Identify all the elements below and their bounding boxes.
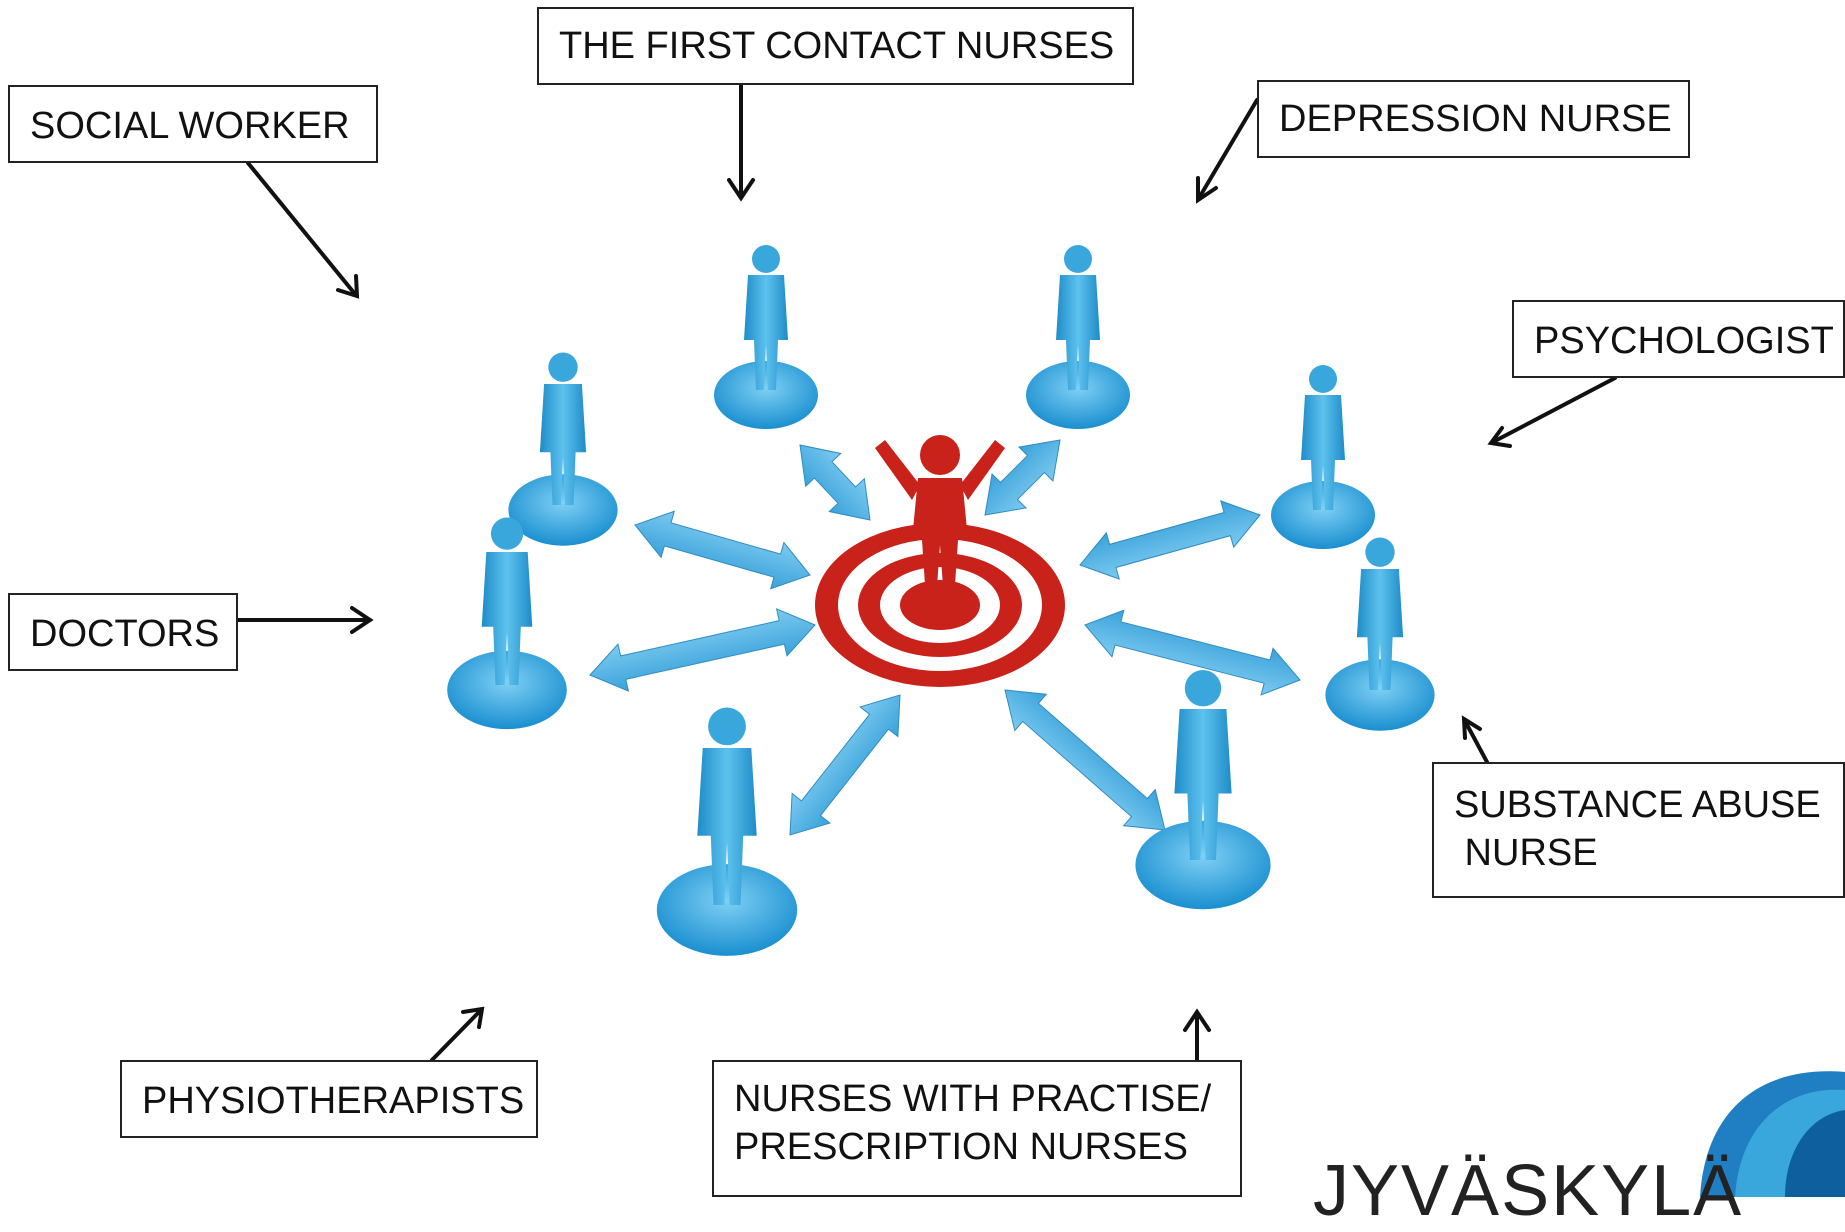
physiotherapists-label: PHYSIOTHERAPISTS (120, 1060, 538, 1138)
pointer-depression (1197, 98, 1259, 200)
pointer-social-head (336, 274, 360, 299)
figure-bottom-left-icon (656, 707, 798, 956)
prescription-nurses-line1: NURSES WITH PRACTISE/ (734, 1078, 1212, 1120)
arrow-left-upper (634, 510, 811, 590)
arrow-bottom-left (789, 694, 901, 836)
psychologist-label: PSYCHOLOGIST (1512, 300, 1845, 378)
pointer-psychologist (1491, 376, 1617, 444)
figure-left-upper-icon (508, 352, 618, 546)
network-diagram (236, 83, 1845, 1197)
university-logo-icon (1700, 1071, 1845, 1197)
prescription-nurses-label: NURSES WITH PRACTISE/ PRESCRIPTION NURSE… (712, 1060, 1242, 1197)
arrow-bottom-right (1004, 689, 1166, 831)
substance-abuse-nurse-label: SUBSTANCE ABUSE NURSE (1432, 762, 1845, 898)
pointer-arrows (236, 83, 1617, 1062)
social-worker-label: SOCIAL WORKER (8, 85, 378, 163)
central-person-icon (875, 435, 1005, 600)
prescription-nurses-line2: PRESCRIPTION NURSES (734, 1125, 1188, 1168)
pointer-nurses-head (1183, 1008, 1211, 1032)
arrow-right-upper (1079, 500, 1261, 580)
blue-figures (447, 245, 1435, 956)
figure-right-upper-icon (1271, 365, 1375, 549)
pointer-physio (430, 1009, 482, 1062)
target-icon (815, 523, 1065, 687)
figure-left-middle-icon (447, 517, 567, 730)
arrow-right-middle (1084, 609, 1301, 696)
figure-top-left-icon (714, 245, 818, 429)
social-worker-text: SOCIAL WORKER (30, 105, 350, 147)
doctors-label: DOCTORS (8, 593, 238, 671)
doctors-text: DOCTORS (30, 613, 220, 655)
pointer-first-contact-head (727, 178, 755, 202)
pointer-depression-head (1196, 176, 1218, 204)
arrow-left-middle (589, 608, 816, 692)
figure-right-middle-icon (1325, 537, 1435, 731)
first-contact-nurses-label: THE FIRST CONTACT NURSES (537, 7, 1134, 85)
arrow-top-right (984, 439, 1061, 516)
psychologist-text: PSYCHOLOGIST (1534, 320, 1834, 362)
arrow-top-left (799, 444, 871, 521)
first-contact-nurses-text: THE FIRST CONTACT NURSES (559, 25, 1115, 67)
substance-abuse-line1: SUBSTANCE ABUSE (1454, 784, 1821, 826)
pointer-doctors-head (350, 606, 374, 634)
pointer-physio-head (461, 1006, 485, 1029)
pointer-psychologist-head (1487, 426, 1512, 448)
pointer-substance (1463, 719, 1489, 764)
physiotherapists-text: PHYSIOTHERAPISTS (142, 1080, 525, 1122)
figure-bottom-right-icon (1135, 670, 1271, 910)
logo-text: JYVÄSKYLÄ (1313, 1151, 1744, 1231)
pointer-substance-head (1461, 715, 1482, 740)
double-arrows (589, 439, 1301, 836)
figure-top-right-icon (1026, 245, 1130, 429)
depression-nurse-text: DEPRESSION NURSE (1279, 98, 1672, 140)
depression-nurse-label: DEPRESSION NURSE (1257, 80, 1690, 158)
pointer-social (246, 161, 357, 296)
substance-abuse-line2: NURSE (1454, 831, 1598, 874)
